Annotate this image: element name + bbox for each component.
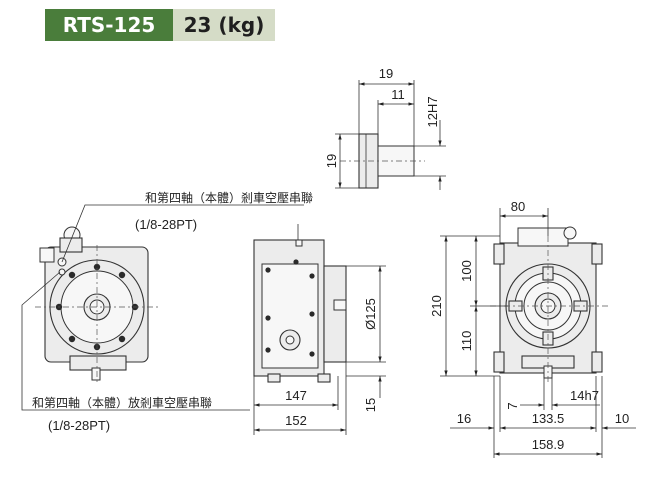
note-release-series-spec: (1/8-28PT) bbox=[48, 418, 110, 433]
dim-width-10: 10 bbox=[615, 411, 629, 426]
rear-view: 80 100 110 210 14h7 7 16 133.5 10 158.9 bbox=[429, 199, 636, 458]
key-shaft-view: 19 11 19 12H7 bbox=[324, 66, 446, 190]
dim-key-14h7: 14h7 bbox=[570, 388, 599, 403]
side-bolts bbox=[265, 259, 315, 357]
dim-len-152: 152 bbox=[285, 413, 307, 428]
note-brake-series: 和第四軸（本體）剎車空壓串聯 bbox=[145, 191, 313, 205]
note-brake-series-spec: (1/8-28PT) bbox=[135, 217, 197, 232]
dim-key-11: 11 bbox=[391, 87, 405, 102]
dim-height-110: 110 bbox=[459, 331, 474, 352]
dim-top-80: 80 bbox=[511, 199, 525, 214]
model-label: RTS-125 bbox=[45, 9, 173, 41]
dim-key-7: 7 bbox=[505, 402, 520, 409]
front-view bbox=[21, 204, 304, 411]
dim-width-158-9: 158.9 bbox=[532, 437, 565, 452]
side-view: Ø125 147 152 15 bbox=[253, 224, 386, 435]
weight-label: 23 (kg) bbox=[173, 9, 275, 41]
dim-len-147: 147 bbox=[285, 388, 307, 403]
dim-dia-125: Ø125 bbox=[363, 298, 378, 330]
dim-key-height-19: 19 bbox=[324, 154, 339, 168]
dim-base-15: 15 bbox=[363, 398, 378, 412]
dim-width-133-5: 133.5 bbox=[532, 411, 565, 426]
dim-height-100: 100 bbox=[459, 260, 474, 282]
dim-key-19: 19 bbox=[379, 66, 393, 81]
dim-height-210: 210 bbox=[429, 295, 444, 317]
dim-shaft-12h7: 12H7 bbox=[425, 96, 440, 127]
note-release-series: 和第四軸（本體）放剎車空壓串聯 bbox=[32, 395, 212, 410]
dim-width-16: 16 bbox=[457, 411, 471, 426]
